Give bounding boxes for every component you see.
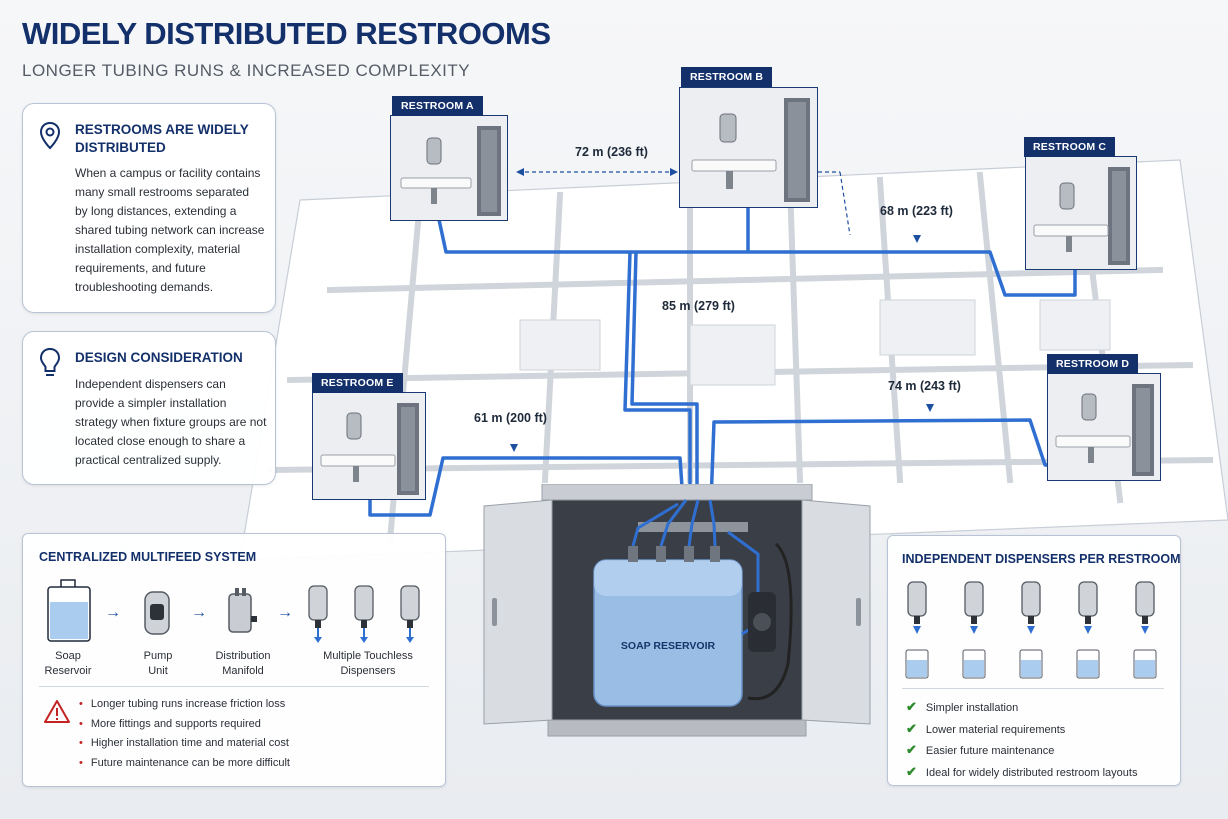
flow-arrow-icon: → (191, 604, 207, 621)
page-subtitle: LONGER TUBING RUNS & INCREASED COMPLEXIT… (22, 61, 471, 80)
warning-icon (44, 700, 70, 723)
benefit-item: ✔Simpler installation (906, 699, 1019, 714)
drawback-item: Higher installation time and material co… (79, 734, 290, 754)
reservoir-cabinet (483, 484, 871, 737)
distance-label-e: 61 m (200 ft) (474, 411, 547, 425)
restroom-d-fixture-icon (1055, 384, 1154, 476)
restroom-e-label: RESTROOM E (312, 373, 403, 393)
restroom-c-label: RESTROOM C (1024, 137, 1116, 157)
drawback-item: Longer tubing runs increase friction los… (79, 695, 290, 715)
restroom-b-box (679, 87, 818, 208)
restroom-b-label: RESTROOM B (681, 67, 773, 87)
restroom-d-label: RESTROOM D (1047, 354, 1139, 374)
restroom-d-box (1047, 373, 1161, 481)
restroom-e-fixture-icon (320, 403, 419, 495)
distributed-body: When a campus or facility contains many … (75, 166, 265, 294)
benefit-item: ✔Ideal for widely distributed restroom l… (906, 763, 1138, 779)
benefits-list: ✔Simpler installation ✔Lower material re… (906, 697, 1137, 783)
drawbacks-list: Longer tubing runs increase friction los… (79, 695, 290, 773)
panel-divider (39, 686, 429, 687)
checkmark-icon: ✔ (906, 763, 917, 779)
design-heading: DESIGN CONSIDERATION (75, 350, 243, 365)
centralized-title: CENTRALIZED MULTIFEED SYSTEM (39, 550, 257, 564)
restroom-b-fixture-icon (691, 98, 810, 202)
distance-label-d: 74 m (243 ft) (888, 379, 961, 393)
independent-dispensers-panel: INDEPENDENT DISPENSERS PER RESTROOM (887, 535, 1181, 786)
checkmark-icon: ✔ (906, 720, 917, 736)
restroom-c-fixture-icon (1033, 167, 1130, 265)
restroom-e-box (312, 392, 426, 500)
design-body: Independent dispensers can provide a sim… (75, 377, 267, 467)
distance-label-ab: 72 m (236 ft) (575, 145, 648, 159)
panel-divider (902, 688, 1164, 689)
touchless-dispensers-icon (308, 585, 420, 643)
checkmark-icon: ✔ (906, 699, 917, 714)
distance-label-bc: 68 m (223 ft) (880, 204, 953, 218)
restroom-a-box (390, 115, 508, 221)
pump-unit-icon (144, 591, 170, 635)
soap-reservoir-icon (47, 579, 91, 642)
lightbulb-icon (39, 347, 61, 376)
location-pin-icon (39, 121, 61, 150)
restroom-a-fixture-icon (400, 126, 501, 216)
drawback-item: Future maintenance can be more difficult (79, 754, 290, 774)
page-title: WIDELY DISTRIBUTED RESTROOMS (22, 16, 551, 51)
independent-title: INDEPENDENT DISPENSERS PER RESTROOM (902, 552, 1181, 566)
flow-arrow-icon: → (277, 604, 293, 621)
flow-arrow-icon: → (105, 604, 121, 621)
benefit-item: ✔Lower material requirements (906, 720, 1066, 736)
design-consideration-card: DESIGN CONSIDERATION Independent dispens… (22, 331, 276, 485)
restroom-c-box (1025, 156, 1137, 270)
distribution-manifold-icon (228, 588, 257, 633)
checkmark-icon: ✔ (906, 742, 917, 757)
drawback-item: More fittings and supports required (79, 715, 290, 735)
benefit-item: ✔Easier future maintenance (906, 742, 1055, 757)
soap-reservoir-label: SOAP RESERVOIR (620, 640, 716, 652)
restroom-a-label: RESTROOM A (392, 96, 483, 116)
distance-label-main: 85 m (279 ft) (662, 299, 735, 313)
independent-dispensers-icon (905, 581, 1157, 679)
